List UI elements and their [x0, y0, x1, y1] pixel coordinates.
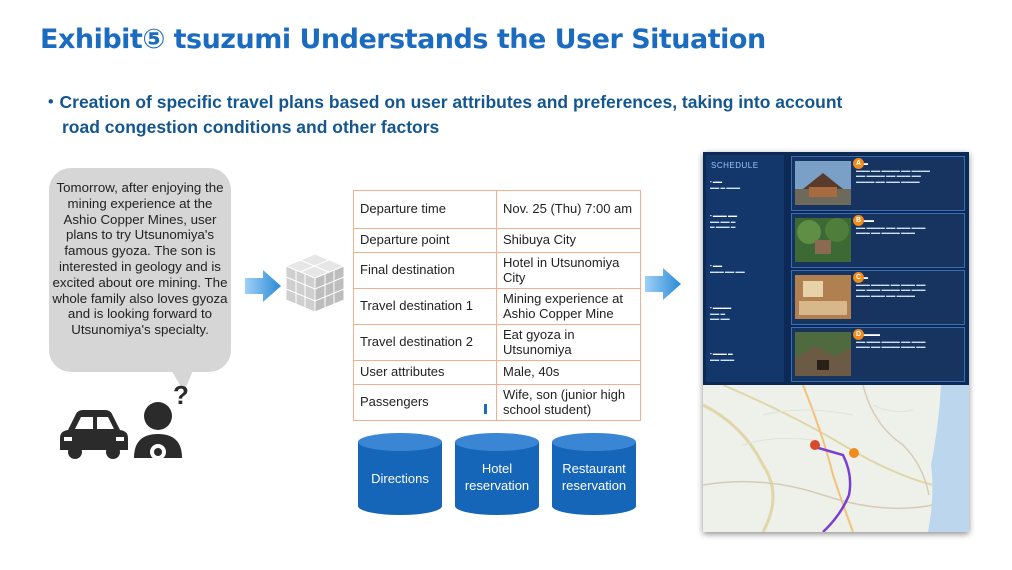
schedule-timeline: SCHEDULE ▪ ▬▬▬▬ ▬ ▬▬▬ ▪ ▬▬▬ ▬▬▬▬ ▬▬ ▬▬ ▬…: [706, 155, 784, 382]
table-key: User attributes: [353, 360, 497, 385]
schedule-panel: SCHEDULE ▪ ▬▬▬▬ ▬ ▬▬▬ ▪ ▬▬▬ ▬▬▬▬ ▬▬ ▬▬ ▬…: [703, 152, 969, 385]
database-icon: [552, 433, 636, 515]
speech-bubble: [49, 168, 231, 372]
database-icon: [358, 433, 442, 515]
route-map: [703, 385, 969, 532]
table-row: Travel destination 2 Eat gyoza in Utsuno…: [353, 324, 641, 361]
pin-a-icon: A: [853, 158, 864, 169]
table-row: Final destination Hotel in Utsunomiya Ci…: [353, 252, 641, 289]
database-hotel-reservation: Hotel reservation: [454, 432, 540, 516]
table-key: Travel destination 2: [353, 324, 497, 361]
database-label-2: reservation: [464, 478, 530, 493]
arrow-right-icon: [245, 270, 281, 302]
schedule-card: ▬▬▬▬▬▬ ▬▬▬ ▬▬▬▬ ▬▬ ▬▬▬▬▬▬ ▬▬ ▬▬▬▬ ▬▬▬ ▬▬: [791, 327, 965, 382]
table-connector: [484, 404, 487, 414]
table-row: Travel destination 1 Mining experience a…: [353, 288, 641, 325]
mine-photo: [795, 332, 851, 376]
table-row: User attributes Male, 40s: [353, 360, 641, 385]
table-key: Departure time: [353, 190, 497, 229]
schedule-card: ▬▬▬▬▬ ▬▬▬▬ ▬▬ ▬▬▬ ▬▬▬▬ ▬▬▬ ▬▬▬▬ ▬▬ ▬▬▬▬▬…: [791, 270, 965, 325]
subtitle-line-1: Creation of specific travel plans based …: [59, 92, 843, 112]
user-icons: ?: [58, 380, 198, 460]
database-restaurant-reservation: Restaurant reservation: [551, 432, 637, 516]
timeline-entry: ▪ ▬▬▬▬ ▬ ▬▬▬: [710, 179, 741, 190]
card-text: ▬▬▬▬▬ ▬▬ ▬▬▬▬ ▬▬ ▬▬▬▬▬▬ ▬▬▬▬ ▬▬ ▬▬▬ ▬▬▬▬…: [856, 161, 931, 184]
hotel-room-photo: [795, 275, 851, 319]
timeline-entry: ▪ ▬▬▬ ▬▬▬ ▬▬▬: [710, 351, 735, 362]
table-value: Wife, son (junior high school student): [496, 384, 641, 421]
table-row: Departure point Shibuya City: [353, 228, 641, 253]
pin-b-icon: B: [853, 215, 864, 226]
database-label: Directions: [371, 471, 429, 486]
database-label-2: reservation: [561, 478, 627, 493]
table-row: Passengers Wife, son (junior high school…: [353, 384, 641, 421]
forest-photo: [795, 218, 851, 262]
table-row: Departure time Nov. 25 (Thu) 7:00 am: [353, 190, 641, 229]
arrow-right-icon-2: [645, 268, 681, 300]
card-text: ▬▬▬▬▬▬ ▬▬▬ ▬▬▬▬ ▬▬ ▬▬▬▬▬▬ ▬▬ ▬▬▬▬ ▬▬▬ ▬▬: [856, 332, 926, 349]
user-question-icon: [134, 402, 182, 458]
user-situation-text: Tomorrow, after enjoying the mining expe…: [52, 180, 228, 338]
table-value: Hotel in Utsunomiya City: [496, 252, 641, 289]
question-mark: ?: [173, 380, 189, 410]
table-value: Male, 40s: [496, 360, 641, 385]
shrine-photo: [795, 161, 851, 205]
subtitle-line-2: road congestion conditions and other fac…: [62, 117, 440, 137]
map-pin-icon-2: [849, 448, 859, 458]
pin-c-icon: C: [853, 272, 864, 283]
car-icon: [60, 410, 128, 459]
timeline-entry: ▪ ▬▬▬▬▬ ▬▬ ▬▬: [710, 263, 745, 274]
subtitle: ・Creation of specific travel plans based…: [42, 90, 962, 140]
travel-info-table: Departure time Nov. 25 (Thu) 7:00 am Dep…: [353, 190, 641, 421]
pin-d-icon: D: [853, 329, 864, 340]
schedule-card: ▬▬▬▬▬ ▬▬▬▬ ▬▬ ▬▬▬ ▬▬▬▬▬▬ ▬▬ ▬▬▬▬ ▬▬▬: [791, 213, 965, 268]
database-label: Restaurant: [562, 461, 626, 476]
card-text: ▬▬▬▬▬ ▬▬▬▬ ▬▬ ▬▬▬ ▬▬▬▬▬▬ ▬▬ ▬▬▬▬ ▬▬▬: [856, 218, 926, 235]
map-pin-icon: [810, 440, 820, 450]
table-key: Final destination: [353, 252, 497, 289]
timeline-entry: ▪ ▬▬▬ ▬▬▬▬ ▬▬ ▬▬ ▬▬▬ ▬: [710, 213, 738, 230]
schedule-card: ▬▬▬▬▬ ▬▬ ▬▬▬▬ ▬▬ ▬▬▬▬▬▬ ▬▬▬▬ ▬▬ ▬▬▬ ▬▬▬▬…: [791, 156, 965, 211]
subtitle-bullet: ・: [42, 92, 60, 112]
table-key: Passengers: [353, 384, 497, 421]
database-icon: [455, 433, 539, 515]
cube-cluster-icon: [284, 253, 346, 313]
schedule-header: SCHEDULE: [711, 161, 759, 170]
speech-bubble-tail: [170, 368, 194, 392]
database-directions: Directions: [357, 432, 443, 516]
table-key: Travel destination 1: [353, 288, 497, 325]
timeline-entry: ▪ ▬▬▬▬▬▬ ▬▬▬ ▬▬: [710, 305, 732, 322]
page-title: Exhibit⑤ tsuzumi Understands the User Si…: [40, 24, 766, 55]
table-value: Eat gyoza in Utsunomiya: [496, 324, 641, 361]
table-key: Departure point: [353, 228, 497, 253]
table-value: Nov. 25 (Thu) 7:00 am: [496, 190, 641, 229]
table-value: Mining experience at Ashio Copper Mine: [496, 288, 641, 325]
card-text: ▬▬▬▬▬ ▬▬▬▬ ▬▬ ▬▬▬ ▬▬▬▬ ▬▬▬ ▬▬▬▬ ▬▬ ▬▬▬▬▬…: [856, 275, 926, 298]
database-label: Hotel: [481, 461, 513, 476]
table-value: Shibuya City: [496, 228, 641, 253]
travel-plan-screenshot: SCHEDULE ▪ ▬▬▬▬ ▬ ▬▬▬ ▪ ▬▬▬ ▬▬▬▬ ▬▬ ▬▬ ▬…: [703, 152, 969, 532]
